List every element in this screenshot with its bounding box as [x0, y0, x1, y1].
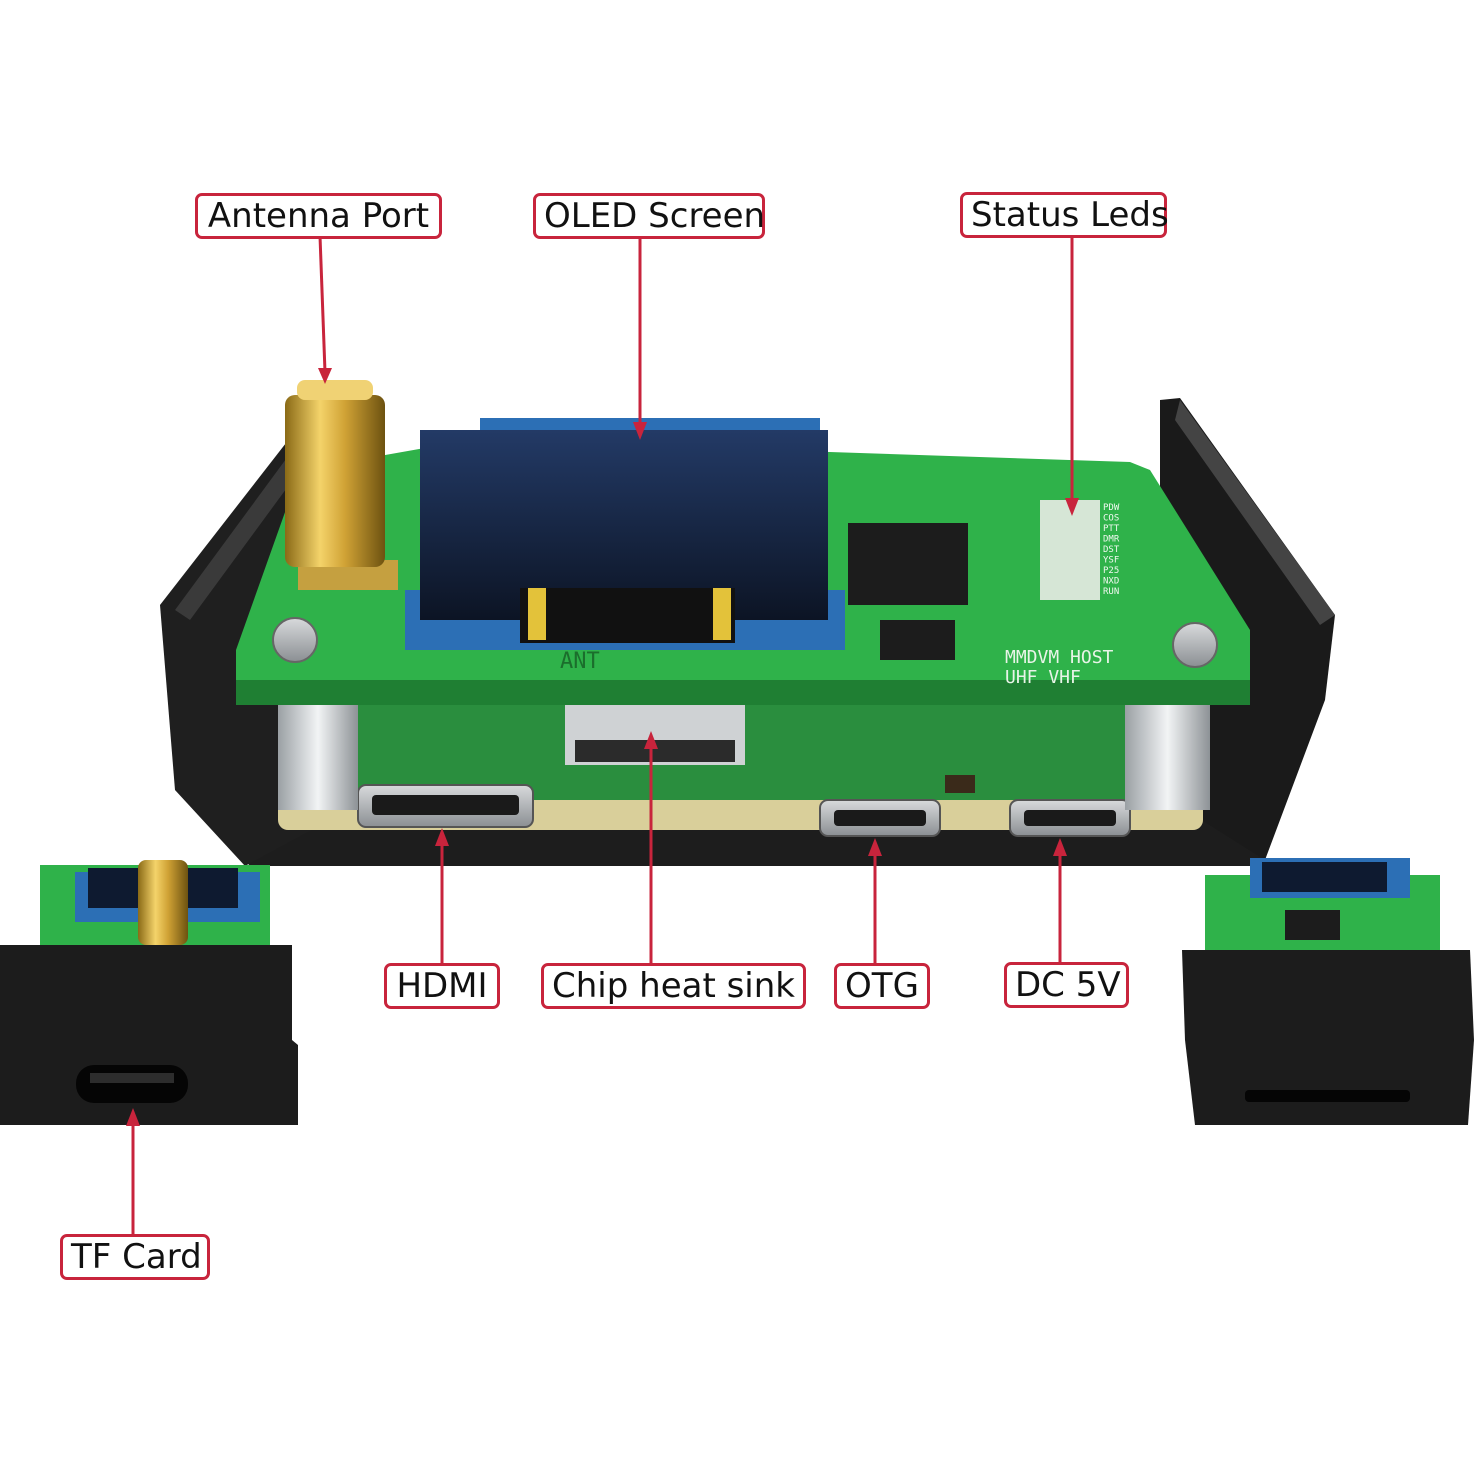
lower-pi-board — [278, 695, 1203, 837]
led-label-cos: COS — [1103, 514, 1119, 524]
left-end-view — [0, 860, 298, 1125]
oled-module — [405, 418, 845, 650]
led-label-dst: DST — [1103, 545, 1120, 555]
mcu-chip — [848, 523, 968, 605]
led-label-p25: P25 — [1103, 566, 1119, 576]
led-label-nxd: NXD — [1103, 577, 1119, 587]
board-band-text: UHF VHF — [1005, 667, 1081, 688]
callout-hdmi: HDMI — [384, 963, 500, 1009]
led-label-run: RUN — [1103, 587, 1119, 597]
callout-dc-5v: DC 5V — [1004, 962, 1129, 1008]
callout-chip-heat-sink: Chip heat sink — [541, 963, 806, 1009]
board-name-text: MMDVM HOST — [1005, 647, 1114, 668]
callout-otg: OTG — [834, 963, 930, 1009]
status-led-strip — [1040, 500, 1100, 600]
callout-oled-screen: OLED Screen — [533, 193, 765, 239]
tf-card-slot — [76, 1065, 188, 1103]
led-label-pdw: PDW — [1103, 503, 1120, 513]
standoff-left — [278, 690, 358, 810]
main-device: MMDVM HOST UHF VHF ANT — [160, 380, 1335, 866]
led-label-ysf: YSF — [1103, 556, 1119, 566]
case-bottom — [210, 820, 1270, 866]
callout-antenna-port: Antenna Port — [195, 193, 442, 239]
right-end-view — [1182, 858, 1474, 1125]
arrow-antenna-port — [318, 235, 327, 373]
callout-arrows — [126, 235, 1079, 1234]
callout-status-leds: Status Leds — [960, 192, 1169, 238]
standoff-right — [1125, 690, 1210, 810]
ant-silkscreen-text: ANT — [560, 649, 600, 674]
callout-tf-card: TF Card — [60, 1234, 210, 1280]
sma-antenna-connector — [285, 380, 398, 590]
led-label-dmr: DMR — [1103, 535, 1120, 545]
led-label-ptt: PTT — [1103, 524, 1120, 534]
